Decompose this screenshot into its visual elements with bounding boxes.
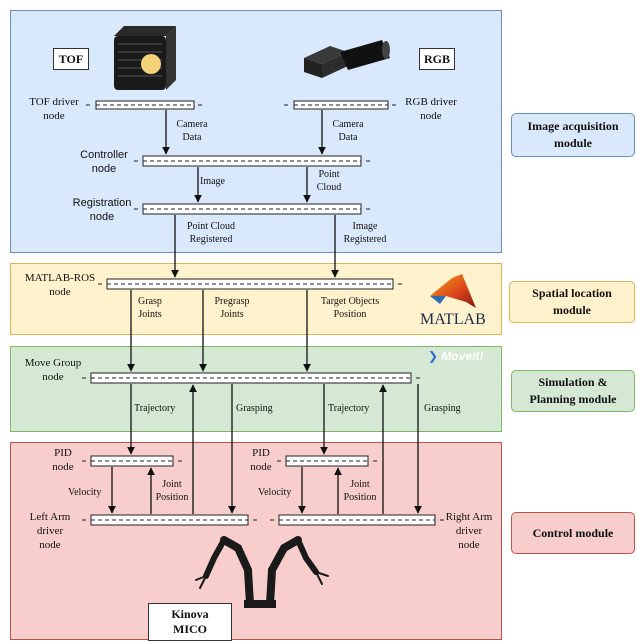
moveit-text: MoveIt! xyxy=(441,349,484,363)
pregrasp-joints-text: Pregrasp Joints xyxy=(214,296,250,320)
edge-label: Target Objects Position xyxy=(310,295,390,321)
trajectory-left-text: Trajectory xyxy=(134,403,176,414)
point-cloud-text: Point Cloud xyxy=(316,169,342,193)
camera-data-left-text: Camera Data xyxy=(176,119,208,143)
module-label: Spatial location module xyxy=(532,286,612,317)
target-objects-text: Target Objects Position xyxy=(320,296,380,320)
tof-tag-label: TOF xyxy=(58,51,84,66)
trajectory-right-text: Trajectory xyxy=(328,403,370,414)
moveit-chevron-icon: ❯ xyxy=(428,349,439,363)
edge-label: Joint Position xyxy=(152,478,192,504)
image-acquisition-module-box: Image acquisition module xyxy=(511,113,635,157)
arrows xyxy=(108,110,422,514)
node-bar-dashes xyxy=(91,104,435,521)
simulation-planning-module-box: Simulation & Planning module xyxy=(511,370,635,412)
edge-label: Camera Data xyxy=(326,118,370,144)
edge-label: Trajectory xyxy=(328,402,369,415)
tof-tag: TOF xyxy=(53,48,89,70)
grasping-right-text: Grasping xyxy=(424,403,461,414)
edge-label: Joint Position xyxy=(340,478,380,504)
edge-label: Image xyxy=(200,175,225,188)
node-bar-tails xyxy=(82,104,444,521)
simulation-planning-band xyxy=(10,346,502,432)
edge-label: Grasping xyxy=(236,402,273,415)
grasp-joints-text: Grasp Joints xyxy=(138,296,162,320)
grasping-left-text: Grasping xyxy=(236,403,273,414)
move-group-node xyxy=(90,372,412,384)
image-text: Image xyxy=(200,176,225,187)
velocity-right-text: Velocity xyxy=(258,487,292,498)
velocity-left-text: Velocity xyxy=(68,487,102,498)
edge-label: Point Cloud Registered xyxy=(178,220,244,246)
moveit-logo: ❯ MoveIt! xyxy=(428,350,483,363)
matlab-logo-text: MATLAB xyxy=(420,311,486,328)
edge-label: Point Cloud xyxy=(312,168,346,194)
joint-position-left-text: Joint Position xyxy=(155,479,189,503)
edge-label: Grasping xyxy=(424,402,461,415)
control-module-box: Control module xyxy=(511,512,635,554)
pid-left-node xyxy=(90,455,174,467)
pc-registered-text: Point Cloud Registered xyxy=(186,221,236,245)
edge-label: Grasp Joints xyxy=(130,295,170,321)
spatial-location-module-box: Spatial location module xyxy=(509,281,635,323)
edge-label: Velocity xyxy=(68,486,101,499)
edge-label: Image Registered xyxy=(336,220,394,246)
module-label: Simulation & Planning module xyxy=(529,375,617,406)
robot-tag-label: Kinova MICO xyxy=(171,607,209,636)
robot-arms-icon xyxy=(195,536,329,608)
camera-data-right-text: Camera Data xyxy=(332,119,364,143)
rgb-camera-icon xyxy=(304,40,390,78)
edge-label: Velocity xyxy=(258,486,291,499)
image-registered-text: Image Registered xyxy=(343,221,387,245)
rgb-tag-label: RGB xyxy=(423,51,450,66)
edge-label: Camera Data xyxy=(170,118,214,144)
joint-position-right-text: Joint Position xyxy=(343,479,377,503)
tof-camera-icon xyxy=(114,26,176,90)
edge-label: Pregrasp Joints xyxy=(206,295,258,321)
spatial-location-band xyxy=(10,263,502,335)
matlab-logo-icon xyxy=(430,274,476,308)
module-label: Control module xyxy=(532,525,614,540)
edge-label: Trajectory xyxy=(134,402,175,415)
rgb-tag: RGB xyxy=(419,48,455,70)
module-label: Image acquisition module xyxy=(527,119,619,150)
robot-tag: Kinova MICO xyxy=(148,603,232,641)
matlab-text: MATLAB xyxy=(420,311,486,328)
pid-right-node xyxy=(285,455,369,467)
